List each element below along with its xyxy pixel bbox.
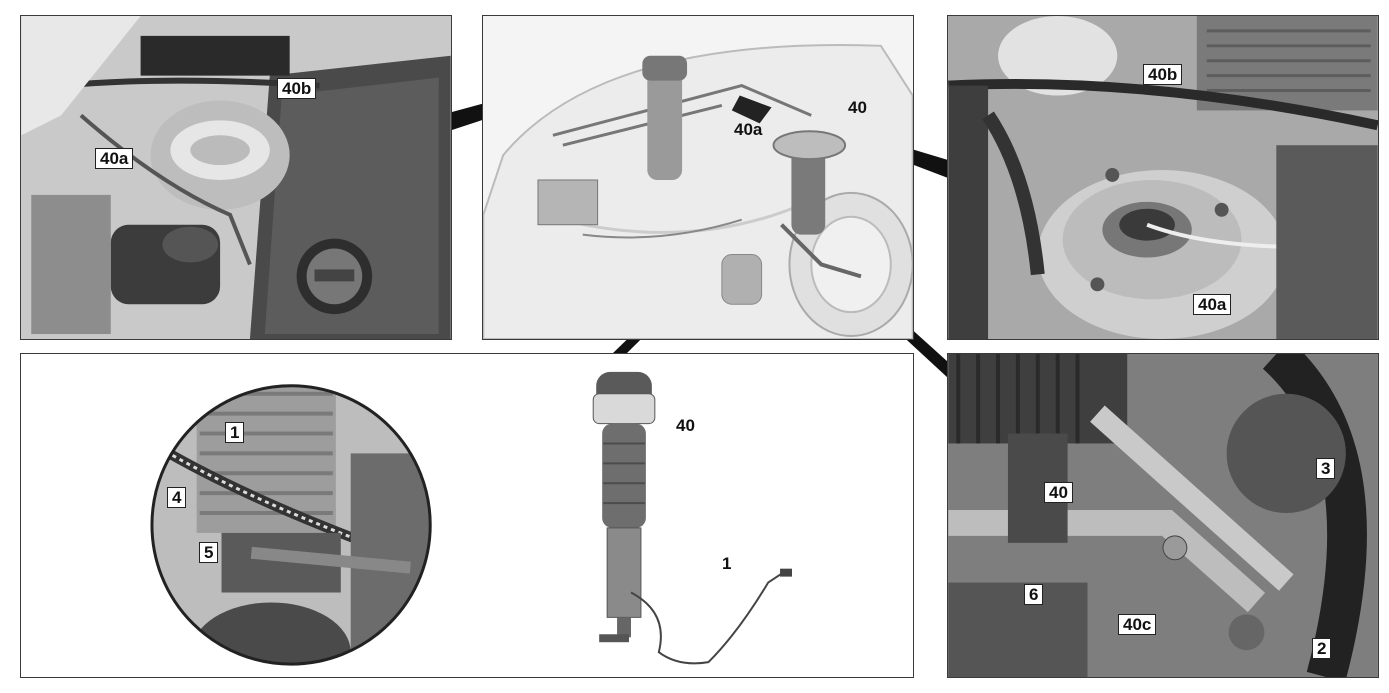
label-40a: 40a	[95, 148, 133, 169]
engine-bay-photo-left: 40b 40a	[20, 15, 452, 340]
label-6: 6	[1024, 584, 1043, 605]
label-40: 40	[845, 98, 870, 117]
strut-mount-photo: 40b 40a	[947, 15, 1379, 340]
lower-suspension-photo: 3 40 6 40c 2	[947, 353, 1379, 678]
label-40a: 40a	[731, 120, 765, 139]
label-4: 4	[167, 487, 186, 508]
lower-suspension-illustration	[948, 354, 1378, 677]
label-5: 5	[199, 542, 218, 563]
vehicle-overview-drawing: 40a 40	[482, 15, 914, 340]
label-40: 40	[1044, 482, 1073, 503]
label-1: 1	[225, 422, 244, 443]
label-40c: 40c	[1118, 614, 1156, 635]
engine-bay-illustration	[21, 16, 451, 339]
label-40b: 40b	[1143, 64, 1182, 85]
air-strut-detail-panel: 1 4 5 40 1	[20, 353, 914, 678]
label-40: 40	[673, 416, 698, 435]
label-40b: 40b	[277, 78, 316, 99]
vehicle-line-art	[483, 16, 913, 339]
label-3: 3	[1316, 458, 1335, 479]
label-40a: 40a	[1193, 294, 1231, 315]
label-1-wire: 1	[719, 554, 734, 573]
air-strut-illustration	[21, 354, 913, 677]
label-2: 2	[1312, 638, 1331, 659]
